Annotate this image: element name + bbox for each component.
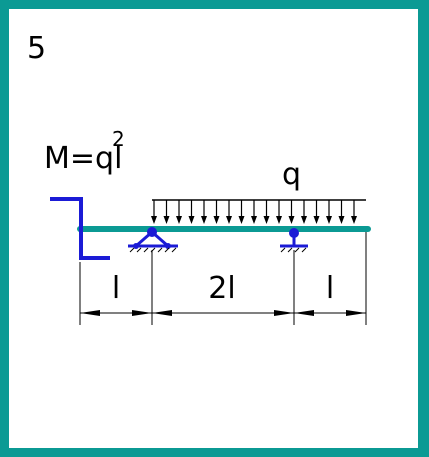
load-arrow-head xyxy=(351,216,357,224)
roller-hatch xyxy=(280,247,307,253)
load-arrow-head xyxy=(276,216,282,224)
load-arrow-head xyxy=(201,216,207,224)
moment-exponent: 2 xyxy=(112,127,125,151)
span-label-left: l xyxy=(112,271,120,306)
load-arrow-head xyxy=(263,216,270,224)
moment-label: M=ql xyxy=(44,141,122,176)
load-arrow-head xyxy=(163,216,170,224)
load-arrow-head xyxy=(213,216,220,224)
pin-support xyxy=(128,227,178,253)
frame-left xyxy=(0,0,9,457)
span-label-right: l xyxy=(326,271,334,306)
load-arrow-head xyxy=(326,216,332,224)
load-label: q xyxy=(282,157,301,192)
dimension-line xyxy=(80,310,366,316)
load-arrow-head xyxy=(151,216,157,224)
roller-support xyxy=(280,228,308,253)
frame-bottom xyxy=(0,448,429,457)
moment-arrow xyxy=(50,197,110,260)
load-arrow-head xyxy=(288,216,295,224)
load-arrow-head xyxy=(338,216,345,224)
span-label-middle: 2l xyxy=(208,271,235,306)
load-arrow-head xyxy=(301,216,307,224)
load-arrow-head xyxy=(188,216,195,224)
load-arrow-head xyxy=(313,216,320,224)
load-arrow-head xyxy=(251,216,257,224)
frame-right xyxy=(418,0,429,457)
problem-number: 5 xyxy=(27,31,46,66)
load-arrow-head xyxy=(238,216,245,224)
frame-top xyxy=(0,0,429,9)
distributed-load xyxy=(151,199,366,224)
load-arrow-head xyxy=(176,216,182,224)
load-arrow-head xyxy=(226,216,232,224)
